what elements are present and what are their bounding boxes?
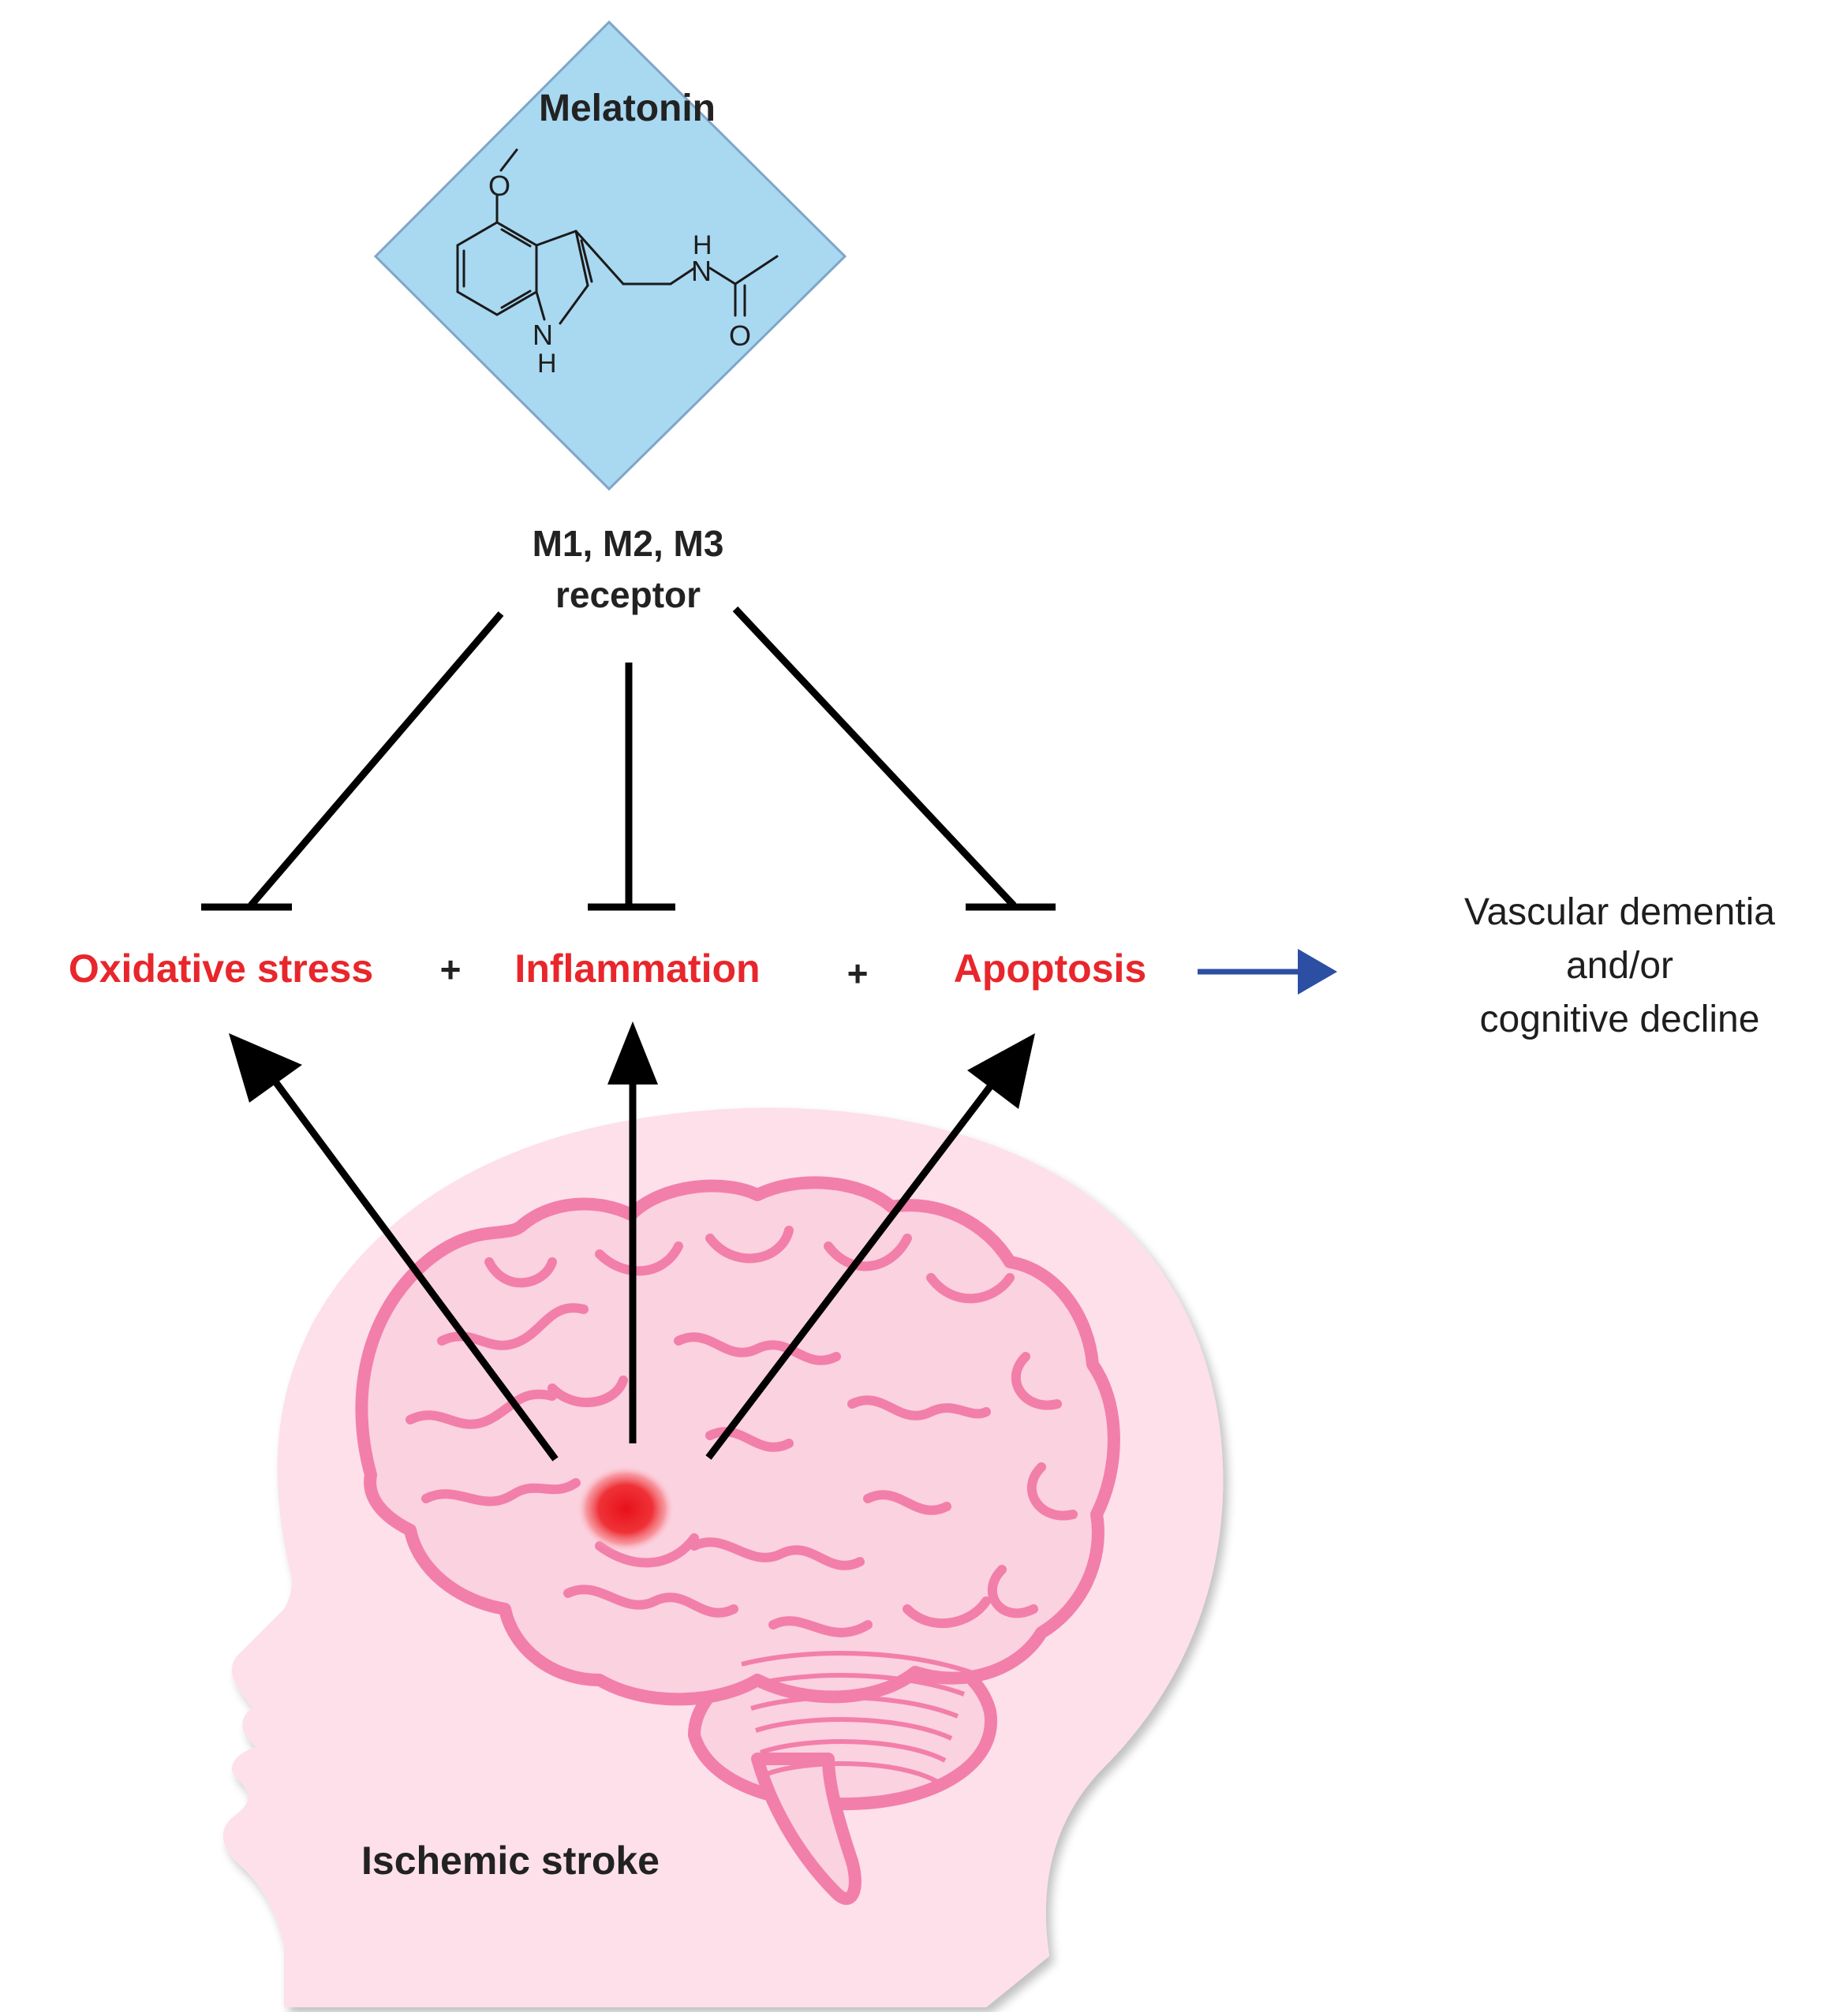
cerebellum-fold [755, 1717, 953, 1741]
brain-fold [421, 1478, 581, 1506]
brain-fold [595, 1241, 683, 1276]
cerebellum-fold [746, 1673, 966, 1697]
atom-o-carbonyl: O [729, 319, 751, 352]
receptor-label-line1: M1, M2, M3 [533, 523, 724, 564]
atom-n-ring: N [533, 319, 553, 351]
outcome-line1: Vascular dementia [1464, 891, 1775, 933]
inhibition-bar-icon [201, 606, 1056, 911]
brain-fold [674, 1332, 841, 1365]
brain-fold [903, 1596, 991, 1629]
atom-n-amide: N [691, 255, 712, 287]
brain-fold [1026, 1462, 1078, 1521]
atom-h-amide: H [693, 230, 712, 260]
brain-fold [563, 1585, 738, 1618]
brain-icon [355, 1176, 1120, 1905]
brain-fold [705, 1226, 794, 1264]
ischemic-stroke-label: Ischemic stroke [361, 1839, 660, 1883]
cerebellum-fold [764, 1761, 940, 1785]
melatonin-structure-icon [456, 148, 779, 325]
outcome-line2: and/or [1566, 945, 1673, 987]
brain-fold [705, 1427, 794, 1452]
melatonin-title: Melatonin [539, 88, 716, 129]
cerebellum-fold [750, 1695, 959, 1719]
brain-fold [484, 1257, 557, 1288]
brain-fold [926, 1273, 1015, 1304]
cerebellum-fold [759, 1739, 947, 1763]
brain-fold [863, 1490, 951, 1515]
brain-fold [847, 1395, 991, 1421]
lesion-icon [577, 1465, 675, 1552]
activation-arrow-icon [229, 1021, 1035, 1462]
process-apoptosis: Apoptosis [954, 946, 1146, 991]
melatonin-box: Melatonin O H N [373, 20, 847, 491]
brain-fold [987, 1565, 1038, 1618]
brain-fold [595, 1533, 699, 1568]
plus-sign-1: + [440, 949, 462, 990]
brain-fold [406, 1389, 557, 1429]
atom-h-ring: H [537, 349, 557, 379]
brain-fold [824, 1234, 912, 1271]
outcome-arrow-icon [1198, 949, 1337, 995]
atom-o-methoxy: O [488, 170, 510, 202]
brain-fold [548, 1376, 628, 1408]
brain-fold [690, 1537, 865, 1570]
brain-fold [768, 1616, 873, 1637]
process-inflammation: Inflammation [514, 946, 760, 991]
outcome-line3: cognitive decline [1480, 999, 1760, 1040]
cerebellum-fold [741, 1651, 971, 1674]
receptor-label-line2: receptor [555, 574, 701, 615]
process-oxidative-stress: Oxidative stress [69, 946, 373, 991]
brain-fold [1011, 1352, 1062, 1410]
plus-sign-2: + [847, 953, 869, 994]
